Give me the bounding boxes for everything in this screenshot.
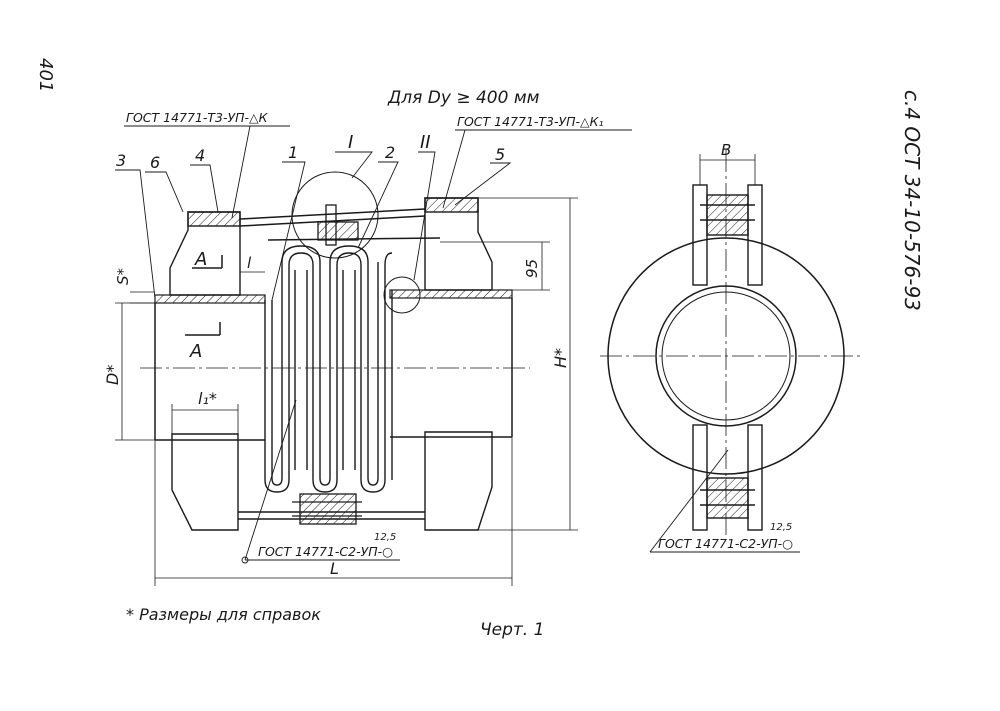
position-4: 4: [195, 146, 205, 165]
weld-note-top-left: ГОСТ 14771-Т3-УП-△К: [126, 110, 269, 125]
guide-assembly-top: [317, 204, 359, 246]
position-3: 3: [116, 151, 126, 170]
bracket-right-bottom: [424, 431, 493, 531]
position-6: 6: [150, 153, 160, 172]
bracket-left-bottom: [171, 433, 239, 531]
pipe-wall-left-top: [154, 294, 266, 304]
weld-note-bottom-left: ГОСТ 14771-С2-УП-○: [258, 544, 393, 559]
standard-code: с.4 ОСТ 34-10-576-93: [900, 90, 924, 311]
roughness-bottom-right: 12,5: [770, 522, 792, 533]
dim-h: H*: [551, 348, 570, 368]
dim-s: S*: [114, 267, 132, 285]
pipe-outer-circle: [655, 285, 797, 427]
weld-note-bottom-right: ГОСТ 14771-С2-УП-○: [658, 536, 793, 551]
weld-note-top-right: ГОСТ 14771-Т3-УП-△К₁: [457, 114, 604, 129]
dim-l: l: [247, 254, 252, 272]
dim-L: L: [330, 559, 339, 578]
dim-95: 95: [523, 259, 541, 278]
section-mark-bottom: А: [189, 341, 202, 362]
dim-d: D*: [103, 365, 122, 385]
page-number: 401: [35, 58, 56, 92]
front-view: А А 3 6 4 1 2 5 I II ГОСТ 14771-Т3-УП-△К…: [103, 110, 632, 586]
flange-outer-circle: [607, 237, 845, 475]
bracket-right-top: [424, 197, 493, 291]
pipe-inner-circle: [661, 291, 791, 421]
side-view: В ГОСТ 14771-С2-УП-○ 12,5: [600, 141, 860, 553]
bracket-left-top: [169, 211, 241, 296]
dim-b: В: [721, 141, 731, 159]
bellows-compensator: [264, 245, 393, 493]
figure-caption: Черт. 1: [480, 620, 544, 640]
section-mark-top: А: [194, 249, 207, 270]
detail-circle-2: [383, 276, 421, 314]
detail-callout-2: II: [420, 132, 431, 153]
guide-assembly-bottom: [292, 493, 362, 525]
footnote: * Размеры для справок: [126, 605, 321, 624]
roughness-bottom-left: 12,5: [374, 532, 396, 543]
dim-l1: l₁*: [198, 389, 217, 408]
condition-label: Для Dy ≥ 400 мм: [387, 88, 540, 108]
pipe-wall-right-top: [389, 289, 513, 299]
position-5: 5: [495, 145, 505, 164]
detail-callout-1: I: [348, 132, 353, 153]
position-2: 2: [385, 143, 395, 162]
position-1: 1: [288, 143, 298, 162]
